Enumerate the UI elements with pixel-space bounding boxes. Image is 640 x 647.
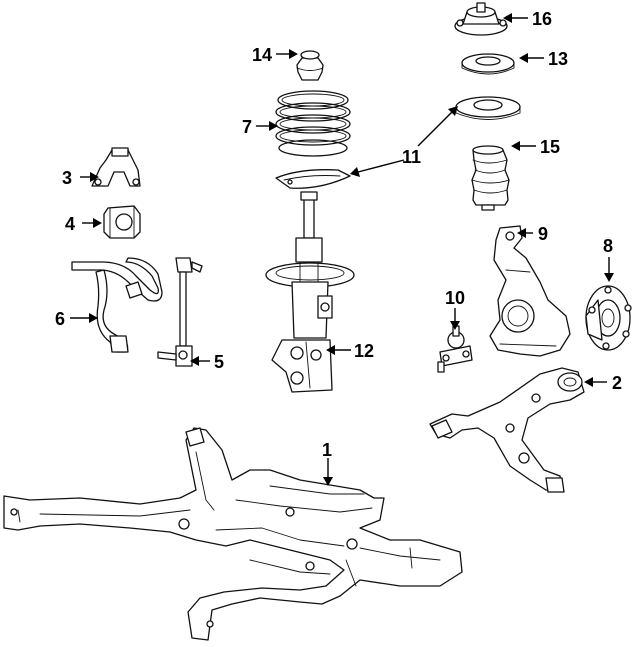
- callout-11[interactable]: 11: [402, 147, 421, 167]
- callout-10[interactable]: 10: [445, 288, 465, 308]
- callout-12[interactable]: 12: [354, 341, 374, 361]
- strut-bearing[interactable]: [461, 53, 515, 75]
- strut[interactable]: [265, 191, 355, 393]
- bump-stop[interactable]: [296, 50, 324, 81]
- upper-spring-insulator[interactable]: [455, 96, 521, 120]
- lower-spring-insulator[interactable]: [275, 169, 351, 189]
- callout-labels: 16 13 15 14 7 11 3 4 9 8 10 6 12 5 2 1: [55, 9, 622, 460]
- leader-lines: [70, 13, 614, 486]
- dust-boot[interactable]: [471, 145, 510, 211]
- callout-5[interactable]: 5: [214, 352, 224, 372]
- callout-6[interactable]: 6: [55, 309, 65, 329]
- steering-knuckle[interactable]: [489, 225, 571, 357]
- callout-4[interactable]: 4: [65, 214, 75, 234]
- callout-16[interactable]: 16: [532, 9, 552, 29]
- callout-13[interactable]: 13: [548, 49, 568, 69]
- callout-7[interactable]: 7: [242, 117, 252, 137]
- strut-mount[interactable]: [454, 2, 508, 36]
- callout-3[interactable]: 3: [62, 168, 72, 188]
- stabilizer-bushing[interactable]: [103, 205, 141, 239]
- callout-15[interactable]: 15: [540, 137, 560, 157]
- callout-2[interactable]: 2: [612, 373, 622, 393]
- hub-bearing[interactable]: [585, 285, 632, 351]
- stabilizer-bar[interactable]: [71, 257, 163, 353]
- callout-9[interactable]: 9: [538, 224, 548, 244]
- stabilizer-bracket[interactable]: [91, 147, 141, 187]
- lower-control-arm[interactable]: [429, 367, 585, 493]
- callout-14[interactable]: 14: [252, 45, 272, 65]
- ball-joint[interactable]: [437, 325, 473, 373]
- stabilizer-link[interactable]: [157, 257, 203, 367]
- crossmember[interactable]: [3, 427, 463, 641]
- callout-8[interactable]: 8: [603, 236, 613, 256]
- callout-1[interactable]: 1: [322, 440, 332, 460]
- coil-spring[interactable]: [275, 90, 351, 157]
